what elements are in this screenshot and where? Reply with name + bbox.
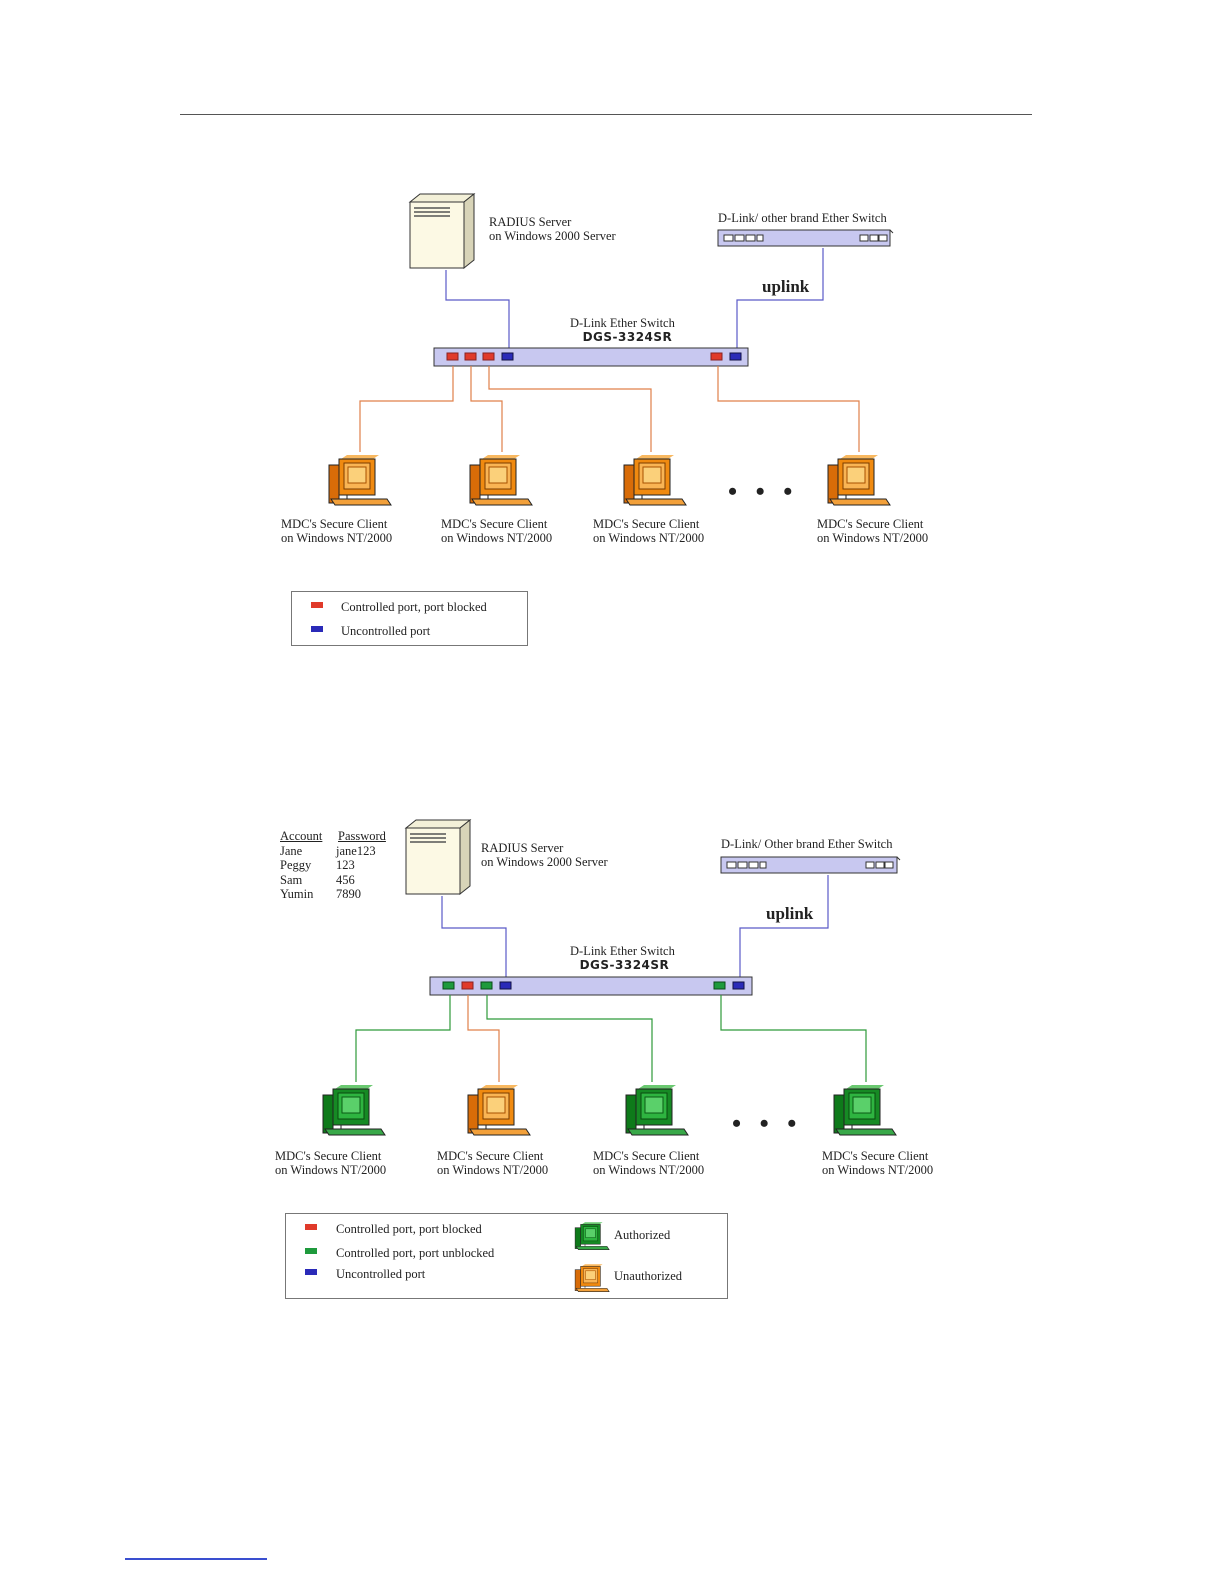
client-label-line2: on Windows NT/2000: [822, 1163, 934, 1177]
account-password: 456: [336, 872, 355, 887]
account-password: 123: [336, 858, 355, 872]
unauthorized-pc-icon: [574, 1263, 610, 1292]
client-label: MDC's Secure Client on Windows NT/2000: [817, 517, 928, 545]
client-pc-icon: [827, 454, 891, 506]
diagram-1: [311, 193, 894, 632]
legend-green-swatch: [305, 1248, 317, 1254]
client-label-line2: on Windows NT/2000: [275, 1163, 387, 1177]
dlink-switch-label: D-Link Ether Switch DGS-3324SR: [570, 944, 675, 972]
account-password: 7890: [336, 887, 361, 901]
other-switch-icon: [717, 229, 894, 247]
client-pc-icon: [833, 1084, 897, 1136]
client-label: MDC's Secure Client on Windows NT/2000: [281, 517, 392, 545]
legend-blue-label: Uncontrolled port: [341, 624, 431, 638]
legend-red-swatch: [311, 602, 323, 608]
other-switch-label: D-Link/ other brand Ether Switch: [718, 211, 887, 225]
client-pc-icon: [322, 1084, 386, 1136]
client-label-line1: MDC's Secure Client: [437, 1149, 544, 1163]
client-label-line2: on Windows NT/2000: [593, 1163, 705, 1177]
other-switch-label: D-Link/ Other brand Ether Switch: [721, 837, 893, 851]
account-header: Account: [280, 829, 323, 843]
client-label: MDC's Secure Client on Windows NT/2000: [593, 517, 704, 545]
client-link-4: [720, 995, 867, 1082]
legend-blue-label: Uncontrolled port: [336, 1267, 426, 1281]
client-label-line2: on Windows NT/2000: [441, 531, 553, 545]
uplink-line: [736, 248, 824, 349]
account-password: jane123: [336, 843, 376, 858]
client-link-4: [717, 366, 860, 452]
legend-unauthorized-label: Unauthorized: [614, 1269, 683, 1283]
other-switch-icon: [720, 856, 901, 874]
radius-server-icon: [405, 819, 471, 895]
client-label-line1: MDC's Secure Client: [275, 1149, 382, 1163]
client-label: MDC's Secure Client on Windows NT/2000: [441, 517, 552, 545]
legend-red-swatch: [305, 1224, 317, 1230]
client-link-1: [355, 995, 451, 1082]
client-label: MDC's Secure Client on Windows NT/2000: [593, 1149, 704, 1177]
client-label-line1: MDC's Secure Client: [593, 517, 700, 531]
client-label-line1: MDC's Secure Client: [593, 1149, 700, 1163]
radius-server-icon: [409, 193, 475, 269]
dlink-switch-model: DGS-3324SR: [579, 958, 670, 972]
server-link: [441, 896, 507, 978]
dlink-switch-icon: [433, 347, 749, 367]
client-label-line2: on Windows NT/2000: [817, 531, 929, 545]
legend-blue-swatch: [305, 1269, 317, 1275]
client-pc-icon: [469, 454, 533, 506]
radius-server-label: RADIUS Server on Windows 2000 Server: [489, 215, 616, 243]
client-label-line2: on Windows NT/2000: [593, 531, 705, 545]
uplink-label: uplink: [766, 904, 814, 923]
legend-box: [291, 591, 528, 646]
client-link-3: [486, 995, 653, 1082]
legend-authorized-label: Authorized: [614, 1228, 671, 1242]
legend-box: [285, 1213, 728, 1299]
dlink-switch-line1: D-Link Ether Switch: [570, 944, 675, 958]
legend-red-label: Controlled port, port blocked: [341, 600, 487, 614]
legend-green-label: Controlled port, port unblocked: [336, 1246, 495, 1260]
client-pc-icon: [467, 1084, 531, 1136]
server-link: [445, 270, 510, 349]
account-name: Jane: [280, 843, 303, 858]
client-label: MDC's Secure Client on Windows NT/2000: [437, 1149, 548, 1177]
client-label-line1: MDC's Secure Client: [441, 517, 548, 531]
client-link-1: [359, 366, 454, 452]
authorized-pc-icon: [574, 1221, 610, 1250]
client-link-2: [467, 995, 500, 1082]
account-name: Peggy: [280, 858, 312, 872]
radius-server-line1: RADIUS Server: [481, 841, 564, 855]
radius-server-line2: on Windows 2000 Server: [489, 229, 616, 243]
uplink-line: [739, 875, 829, 978]
legend-red-label: Controlled port, port blocked: [336, 1222, 482, 1236]
radius-server-label: RADIUS Server on Windows 2000 Server: [481, 841, 608, 869]
client-label-line1: MDC's Secure Client: [817, 517, 924, 531]
account-name: Sam: [280, 872, 303, 887]
password-header: Password: [338, 829, 386, 843]
dlink-switch-line1: D-Link Ether Switch: [570, 316, 675, 330]
more-clients-dots: • • •: [728, 477, 799, 506]
client-label: MDC's Secure Client on Windows NT/2000: [822, 1149, 933, 1177]
client-label-line2: on Windows NT/2000: [281, 531, 393, 545]
client-label-line1: MDC's Secure Client: [281, 517, 388, 531]
more-clients-dots: • • •: [732, 1109, 803, 1138]
client-pc-icon: [328, 454, 392, 506]
client-link-3: [488, 366, 652, 452]
account-name: Yumin: [280, 887, 314, 901]
dlink-switch-icon: [429, 976, 753, 996]
client-label: MDC's Secure Client on Windows NT/2000: [275, 1149, 386, 1177]
footer-rule: [125, 1558, 267, 1560]
uplink-label: uplink: [762, 277, 810, 296]
client-link-2: [470, 366, 503, 452]
client-pc-icon: [623, 454, 687, 506]
legend-blue-swatch: [311, 626, 323, 632]
radius-server-line1: RADIUS Server: [489, 215, 572, 229]
dlink-switch-label: D-Link Ether Switch DGS-3324SR: [570, 316, 675, 344]
client-label-line2: on Windows NT/2000: [437, 1163, 549, 1177]
client-pc-icon: [625, 1084, 689, 1136]
radius-server-line2: on Windows 2000 Server: [481, 855, 608, 869]
diagram-2: [305, 819, 901, 1275]
dlink-switch-model: DGS-3324SR: [582, 330, 673, 344]
client-label-line1: MDC's Secure Client: [822, 1149, 929, 1163]
header-rule: [180, 114, 1032, 115]
